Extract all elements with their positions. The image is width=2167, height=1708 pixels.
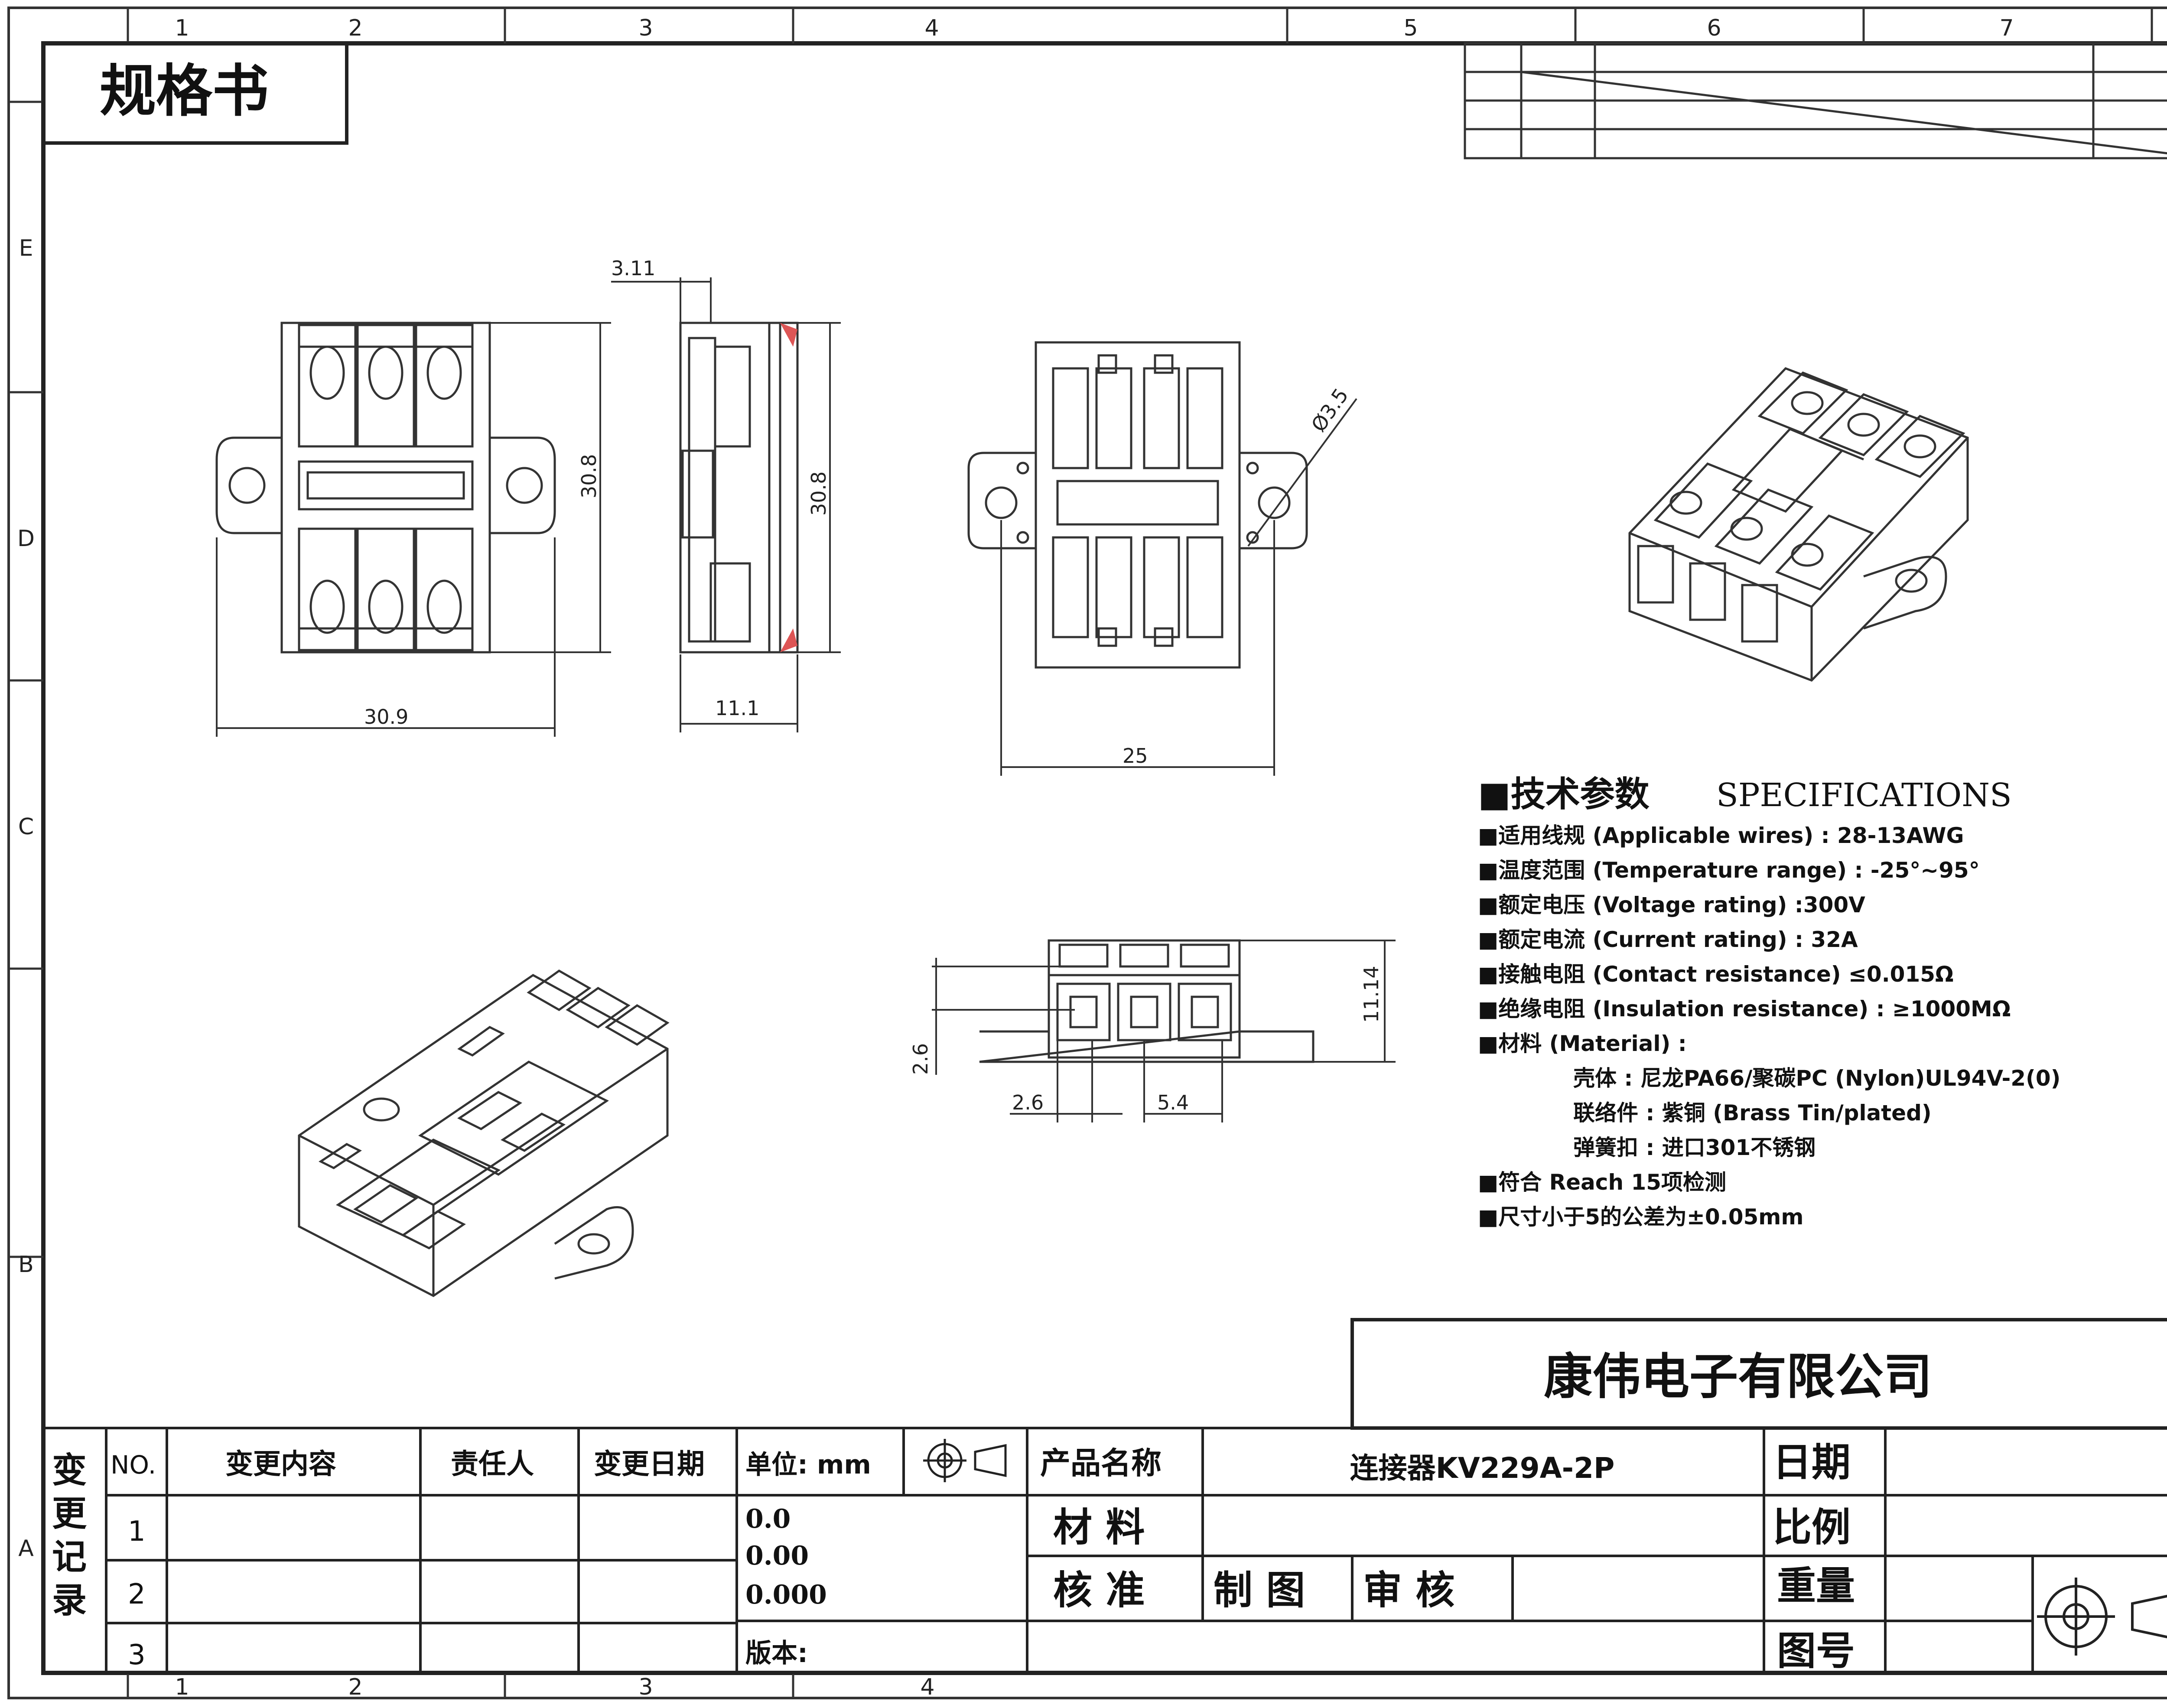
review-label: 审 核 [1363, 1568, 1454, 1613]
zone-col-6: 6 [1707, 15, 1721, 41]
scale-label: 比例 [1773, 1505, 1851, 1550]
col-date: 变更日期 [594, 1448, 705, 1480]
change-record-char-2: 更 [52, 1493, 87, 1534]
zone-ticks [9, 8, 2153, 1698]
projection-symbol-large-icon [2037, 1578, 2167, 1656]
dim-front-pitch-b: 5.4 [1157, 1091, 1189, 1114]
spec-line: ■接触电阻 (Contact resistance) ≤0.015Ω [1478, 962, 1954, 987]
zone-col-bottom-2: 2 [348, 1674, 362, 1700]
revision-grid [1464, 42, 2167, 159]
spec-line: ■绝缘电阻 (Insulation resistance) : ≥1000MΩ [1478, 996, 2011, 1022]
draw-label: 制 图 [1214, 1568, 1305, 1613]
company-name: 康伟电子有限公司 [1544, 1349, 1932, 1405]
side-view-accent-bottom [780, 628, 797, 652]
spec-line: ■尺寸小于5的公差为±0.05mm [1478, 1204, 1804, 1230]
unit-label: 单位: mm [745, 1450, 871, 1480]
top-view [215, 322, 556, 654]
side-view [679, 322, 799, 654]
title-block-text: 变 更 记 录 NO. 变更内容 责任人 变更日期 1 2 3 单位: mm 0… [52, 1440, 1855, 1674]
zone-col-5: 5 [1403, 15, 1418, 41]
spec-heading-cn: ■技术参数 [1478, 774, 1650, 814]
product-name-label: 产品名称 [1040, 1445, 1162, 1481]
zone-col-7: 7 [1999, 15, 2014, 41]
zone-col-1: 1 [175, 15, 189, 41]
zone-col-bottom-4: 4 [920, 1674, 934, 1700]
side-view-accent-top [780, 323, 797, 347]
row-2: 2 [128, 1578, 146, 1610]
col-person: 责任人 [451, 1448, 534, 1480]
date-label: 日期 [1773, 1440, 1851, 1485]
bottom-view-dims [1000, 398, 1357, 776]
title-box [42, 42, 348, 145]
top-view-dims [216, 322, 611, 737]
spec-line: ■适用线规 (Applicable wires) : 28-13AWG [1478, 823, 1964, 848]
doc-title: 规格书 [100, 58, 269, 124]
dim-side-thickness: 3.11 [611, 257, 655, 280]
material-label: 材 料 [1053, 1505, 1145, 1550]
dim-side-height: 30.8 [807, 472, 830, 516]
change-record-char-1: 变 [52, 1450, 87, 1490]
spec-heading-en: SPECIFICATIONS [1716, 777, 2012, 814]
front-view [979, 939, 1315, 1063]
spec-block: ■技术参数 SPECIFICATIONS ■适用线规 (Applicable w… [1478, 774, 2061, 1230]
change-record-char-3: 记 [52, 1537, 87, 1577]
change-record-char-4: 录 [52, 1580, 87, 1620]
approve-label: 核 准 [1053, 1568, 1145, 1613]
dim-front-offset: 2.6 [909, 1043, 932, 1075]
dim-bottom-width: 25 [1123, 744, 1148, 768]
dim-top-width: 30.9 [364, 705, 408, 729]
dim-front-height: 11.14 [1360, 966, 1383, 1023]
title-block-grid [42, 1427, 2167, 1674]
zone-labels: 1 2 3 4 5 6 7 1 2 3 4 E D C B A E D C B [17, 15, 2014, 1700]
iso-view-bottom [298, 969, 670, 1297]
spec-line: ■额定电压 (Voltage rating) :300V [1478, 892, 1865, 917]
spec-line: 联络件 : 紫铜 (Brass Tin/plated) [1573, 1100, 1932, 1126]
spec-line: ■温度范围 (Temperature range) : -25°~95° [1478, 858, 1980, 883]
outer-border [7, 7, 2167, 1699]
product-name: 连接器KV229A-2P [1350, 1451, 1615, 1485]
tolerance-1: 0.0 [745, 1504, 791, 1534]
spec-line: 壳体 : 尼龙PA66/聚碳PC (Nylon)UL94V-2(0) [1573, 1066, 2061, 1091]
zone-row-A: A [18, 1536, 34, 1562]
dim-bottom-hole: Ø3.5 [1307, 384, 1353, 436]
col-no: NO. [111, 1450, 156, 1480]
version-label: 版本: [745, 1638, 808, 1669]
spec-line: ■材料 (Material) : [1478, 1031, 1687, 1056]
spec-line: 弹簧扣 : 进口301不锈钢 [1573, 1135, 1816, 1160]
row-1: 1 [128, 1516, 146, 1548]
zone-row-E: E [19, 235, 33, 261]
zone-row-C: C [18, 814, 34, 840]
dim-side-depth: 11.1 [715, 696, 759, 720]
bottom-view [967, 341, 1308, 669]
zone-col-bottom-1: 1 [175, 1674, 189, 1700]
col-content: 变更内容 [225, 1448, 336, 1480]
weight-label: 重量 [1777, 1563, 1855, 1609]
iso-view-top [1628, 367, 1969, 682]
zone-row-B: B [18, 1252, 34, 1278]
zone-col-2: 2 [348, 15, 362, 41]
spec-line: ■额定电流 (Current rating) : 32A [1478, 927, 1858, 952]
dim-top-height: 30.8 [577, 454, 601, 498]
zone-col-4: 4 [924, 15, 939, 41]
front-view-dims [932, 940, 1396, 1122]
projection-symbol-icon [923, 1439, 1007, 1482]
side-view-dims [611, 277, 841, 732]
tolerance-2: 0.00 [745, 1541, 809, 1571]
dim-front-pitch-a: 2.6 [1012, 1091, 1044, 1114]
zone-col-3: 3 [638, 15, 653, 41]
zone-row-D: D [17, 526, 35, 552]
drawing-no-label: 图号 [1777, 1628, 1855, 1674]
spec-line: ■符合 Reach 15项检测 [1478, 1170, 1726, 1195]
row-3: 3 [128, 1639, 146, 1671]
zone-col-bottom-3: 3 [638, 1674, 653, 1700]
tolerance-3: 0.000 [745, 1580, 827, 1610]
